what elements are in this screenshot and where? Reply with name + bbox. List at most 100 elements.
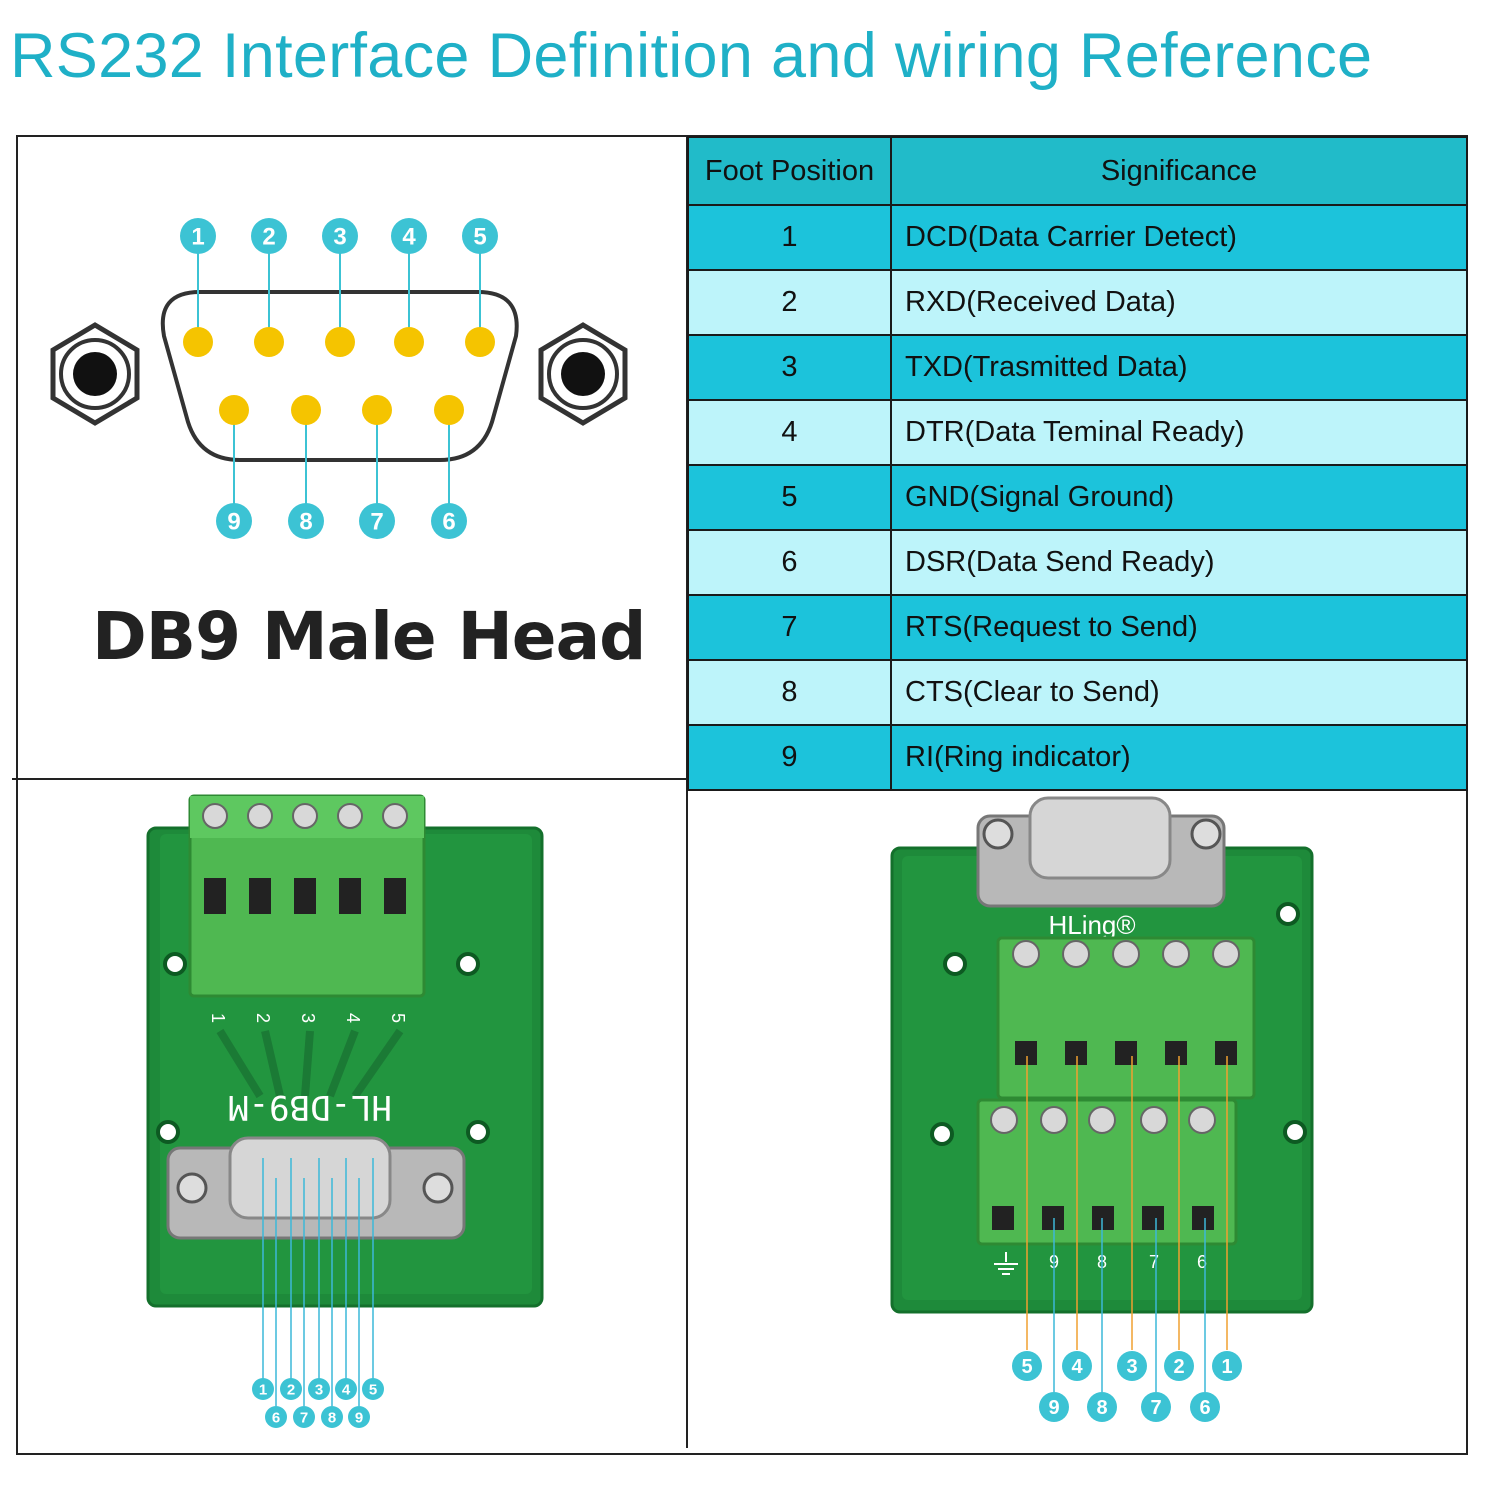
pin-badge-label: 6: [272, 1409, 280, 1426]
terminal-block: [188, 794, 426, 998]
pin-badge-label: 6: [1199, 1397, 1210, 1419]
pin-number-cell: 7: [687, 594, 892, 661]
pin-badge-label: 5: [473, 224, 486, 251]
right-mount-hex-icon: [538, 322, 628, 426]
pin-badge-label: 2: [1173, 1356, 1184, 1378]
mount-hole: [456, 952, 480, 976]
terminal-label: 7: [1149, 1252, 1159, 1272]
pin-badge: 9: [216, 503, 252, 539]
left-mount-hex-icon: [50, 322, 140, 426]
signal-cell: DCD(Data Carrier Detect): [890, 204, 1468, 271]
mount-hole: [943, 952, 967, 976]
pin-badge-label: 6: [442, 509, 455, 536]
pin-badge: 4: [335, 1378, 357, 1400]
ground-icon: [994, 1252, 1018, 1275]
terminal-label: 6: [1197, 1252, 1207, 1272]
signal-cell: CTS(Clear to Send): [890, 659, 1468, 726]
pin-badge: 4: [391, 218, 427, 254]
pin-badge: 9: [1039, 1392, 1069, 1422]
board-silkscreen: HL-DB9-M: [228, 1087, 392, 1127]
pin-badge-label: 9: [355, 1409, 363, 1426]
pin-badge: 5: [362, 1378, 384, 1400]
signal-cell: DTR(Data Teminal Ready): [890, 399, 1468, 466]
pin-badge: 3: [1117, 1351, 1147, 1381]
page-title: RS232 Interface Definition and wiring Re…: [10, 21, 1373, 91]
db9-metal-connector: [976, 796, 1226, 908]
pin-badge: 6: [265, 1406, 287, 1428]
pin-badge-label: 3: [1126, 1356, 1137, 1378]
pin-number-cell: 6: [687, 529, 892, 596]
mount-hole: [163, 952, 187, 976]
pin-badge: 2: [251, 218, 287, 254]
mount-hole: [466, 1120, 490, 1144]
mount-hole: [1283, 1120, 1307, 1144]
pin-contact: [183, 327, 213, 357]
pin-badge: 1: [1212, 1351, 1242, 1381]
pin-number-cell: 8: [687, 659, 892, 726]
pin-badge-label: 4: [402, 224, 416, 251]
pin-badge: 8: [288, 503, 324, 539]
pin-contact: [325, 327, 355, 357]
pcb-traces: [216, 1028, 404, 1099]
terminal-label: 2: [253, 1013, 273, 1023]
pin-contact: [394, 327, 424, 357]
pin-badge: 5: [462, 218, 498, 254]
pin-badge: 3: [322, 218, 358, 254]
pin-badge-label: 8: [299, 509, 312, 536]
mount-hole: [930, 1122, 954, 1146]
pin-badge: 6: [1190, 1392, 1220, 1422]
pin-number-cell: 3: [687, 334, 892, 401]
signal-cell: RXD(Received Data): [890, 269, 1468, 336]
pin-badge-label: 7: [300, 1409, 308, 1426]
pin-contact: [434, 395, 464, 425]
pin-badge-label: 3: [315, 1381, 323, 1398]
pin-badge-label: 8: [328, 1409, 336, 1426]
pin-number-cell: 5: [687, 464, 892, 531]
pin-badge: 7: [1141, 1392, 1171, 1422]
divider-vertical: [686, 135, 688, 1448]
pin-badge: 1: [252, 1378, 274, 1400]
terminal-label: 5: [388, 1013, 408, 1023]
pin-badge-label: 1: [259, 1381, 267, 1398]
pin-badge-label: 7: [370, 509, 383, 536]
signal-cell: RI(Ring indicator): [890, 724, 1468, 791]
pin-badge-label: 1: [1221, 1356, 1232, 1378]
signal-cell: RTS(Request to Send): [890, 594, 1468, 661]
pin-badge-label: 1: [191, 224, 204, 251]
pin-badge-label: 7: [1150, 1397, 1161, 1419]
pin-number-cell: 2: [687, 269, 892, 336]
pin-badge: 8: [1087, 1392, 1117, 1422]
pin-number-cell: 9: [687, 724, 892, 791]
pin-contact: [219, 395, 249, 425]
terminal-block-lower: [976, 1098, 1238, 1246]
pin-contact: [291, 395, 321, 425]
terminal-block-upper: [996, 936, 1256, 1100]
header-foot-position: Foot Position: [687, 136, 892, 206]
mount-hole: [156, 1120, 180, 1144]
pin-contact: [254, 327, 284, 357]
pin-contact: [362, 395, 392, 425]
header-significance: Significance: [890, 136, 1468, 206]
pin-badge-label: 4: [342, 1381, 351, 1398]
signal-cell: GND(Signal Ground): [890, 464, 1468, 531]
pin-badge-label: 2: [287, 1381, 295, 1398]
pin-badge-label: 9: [1048, 1397, 1059, 1419]
terminal-label: 3: [298, 1013, 318, 1023]
table-header-row: Foot Position Significance: [687, 136, 1468, 206]
divider-horizontal: [12, 778, 688, 780]
signal-cell: TXD(Trasmitted Data): [890, 334, 1468, 401]
pin-badge: 6: [431, 503, 467, 539]
pin-badge: 2: [280, 1378, 302, 1400]
pin-badge: 7: [293, 1406, 315, 1428]
